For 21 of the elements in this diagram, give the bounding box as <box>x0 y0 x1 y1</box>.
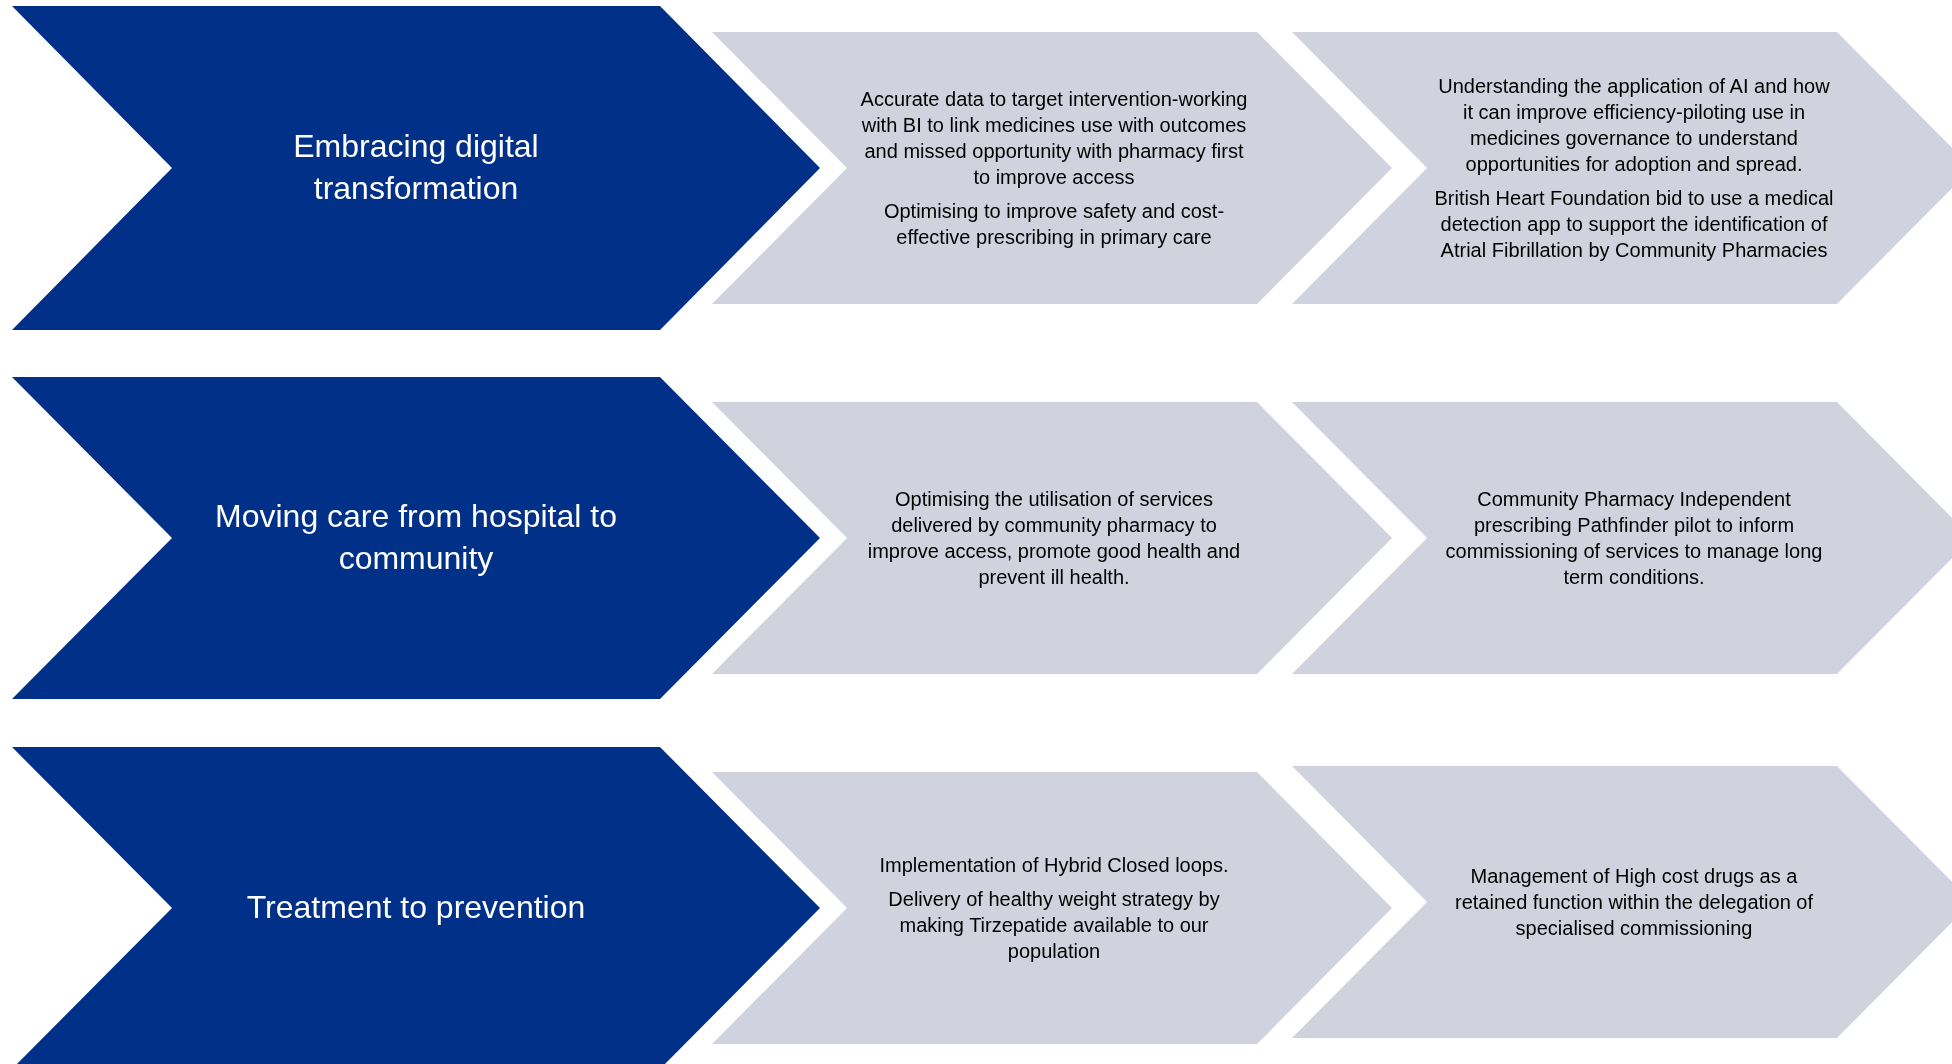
chevron-text: Delivery of healthy weight strategy by making Tirzepatide available to our population <box>887 887 1221 964</box>
chevron-text: Understanding the application of AI and how it can improve efficiency-piloting use in medicines governance to understand opportunities for adoption and spread. <box>1437 74 1831 177</box>
chevron-heading: Treatment to prevention <box>246 888 586 928</box>
step-panel <box>712 402 1392 674</box>
chevron-text: Management of High cost drugs as a retained function within the delegation of specialised commissioning <box>1454 864 1814 941</box>
step-panel <box>1292 766 1952 1038</box>
chevron-text: Accurate data to target intervention-working with BI to link medicines use with outcomes and missed opportunity with pharmacy first to improve access <box>859 87 1249 190</box>
chevron-text: British Heart Foundation bid to use a medical detection app to support the identification of Atrial Fibrillation by Community Pharmacies <box>1434 186 1834 263</box>
step-panel <box>12 747 820 1064</box>
chevron-text: Optimising to improve safety and cost-effective prescribing in primary care <box>882 199 1226 250</box>
step-panel <box>712 772 1392 1044</box>
step-panel <box>12 6 820 330</box>
chevron-heading: Moving care from hospital to community <box>214 497 618 578</box>
step-panel <box>1292 32 1952 304</box>
step-panel <box>1292 402 1952 674</box>
chevron-heading: Embracing digital transformation <box>292 127 540 208</box>
step-panel <box>12 377 820 699</box>
chevron-text: Optimising the utilisation of services delivered by community pharmacy to improve access, promote good health and prevent ill health. <box>866 487 1242 590</box>
chevron-text: Implementation of Hybrid Closed loops. <box>879 853 1229 878</box>
step-panel <box>712 32 1392 304</box>
chevron-text: Community Pharmacy Independent prescribing Pathfinder pilot to inform commissioning of services to manage long term conditions. <box>1444 487 1824 590</box>
